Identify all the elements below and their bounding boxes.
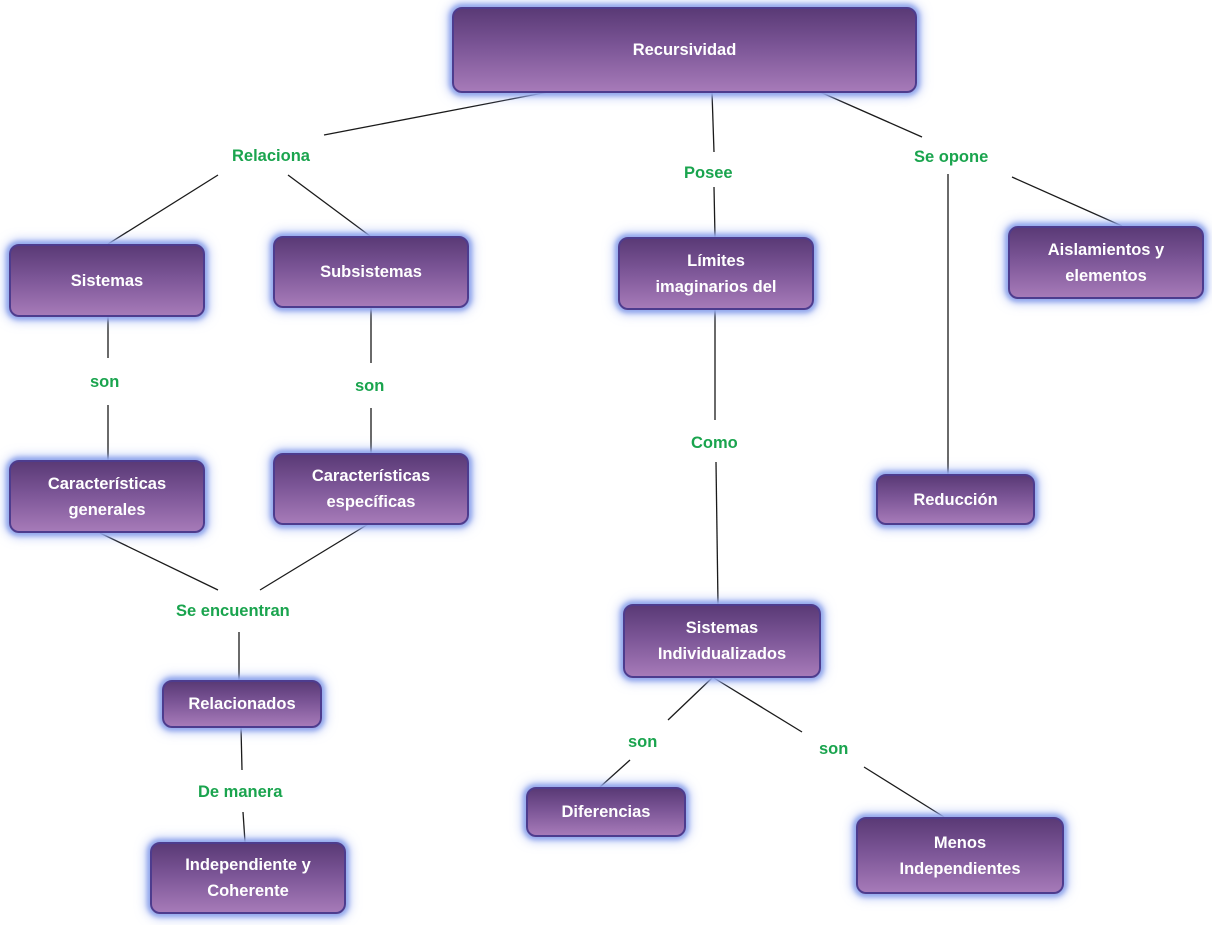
node-independiente-coherente-text: Independiente y Coherente — [185, 856, 311, 900]
node-sistemas-individualizados-text: Sistemas Individualizados — [657, 619, 787, 663]
connector-relaciona-subsistemas — [287, 174, 371, 237]
connector-caract-generales-se-encuentran — [99, 532, 219, 591]
connector-se-opone-aislamientos — [1011, 176, 1123, 227]
node-caracteristicas-generales: Características generales — [9, 460, 205, 533]
connector-relaciona-sistemas — [107, 174, 219, 245]
node-menos-independientes: Menos Independientes — [856, 817, 1064, 894]
node-independiente-coherente: Independiente y Coherente — [150, 842, 346, 914]
node-caracteristicas-especificas-text: Características específicas — [311, 467, 431, 511]
node-reduccion: Reducción — [876, 474, 1035, 525]
connector-recursividad-relaciona — [323, 91, 549, 136]
node-relacionados-text: Relacionados — [188, 695, 296, 713]
label-de-manera: De manera — [196, 782, 285, 802]
label-se-encuentran: Se encuentran — [174, 601, 292, 621]
node-reduccion-text: Reducción — [913, 490, 998, 509]
label-posee: Posee — [682, 163, 735, 183]
label-son-diferencias: son — [626, 732, 660, 752]
label-relaciona: Relaciona — [230, 146, 312, 166]
connector-relacionados-de-manera — [240, 726, 243, 771]
label-se-opone: Se opone — [912, 147, 991, 167]
connector-posee-limites — [713, 186, 716, 238]
node-limites-imaginarios-text: Límites imaginarios del — [655, 251, 777, 296]
node-limites-imaginarios: Límites imaginarios del — [618, 237, 814, 310]
label-son-subsistemas: son — [353, 376, 387, 396]
node-relacionados: Relacionados — [162, 680, 322, 728]
connector-individualizados-son-right — [713, 677, 803, 733]
node-recursividad: Recursividad — [452, 7, 917, 93]
node-subsistemas-text: Subsistemas — [320, 263, 422, 281]
node-aislamientos: Aislamientos y elementos — [1008, 226, 1204, 299]
node-sistemas: Sistemas — [9, 244, 205, 317]
node-caracteristicas-generales-text: Características generales — [47, 474, 167, 519]
label-como: Como — [689, 433, 740, 453]
node-caracteristicas-especificas: Características específicas — [273, 453, 469, 525]
connector-como-sistemas-individualizados — [715, 461, 719, 605]
node-recursividad-text: Recursividad — [632, 41, 737, 59]
connector-son-menos-independientes — [863, 766, 945, 818]
label-son-menos-independientes: son — [817, 739, 851, 759]
label-son-sistemas: son — [88, 372, 122, 392]
node-diferencias: Diferencias — [526, 787, 686, 837]
node-aislamientos-text: Aislamientos y elementos — [1047, 240, 1165, 285]
node-sistemas-text: Sistemas — [70, 271, 144, 290]
node-menos-independientes-text: Menos Independientes — [899, 833, 1021, 878]
connector-son-diferencias — [599, 759, 631, 788]
node-diferencias-text: Diferencias — [561, 803, 651, 821]
connector-recursividad-se-opone — [819, 91, 923, 138]
node-subsistemas: Subsistemas — [273, 236, 469, 308]
connector-caract-especificas-se-encuentran — [259, 522, 371, 591]
connector-individualizados-son-left — [667, 677, 713, 721]
connector-recursividad-posee — [711, 91, 715, 153]
connector-de-manera-independiente — [242, 811, 246, 843]
node-sistemas-individualizados: Sistemas Individualizados — [623, 604, 821, 678]
